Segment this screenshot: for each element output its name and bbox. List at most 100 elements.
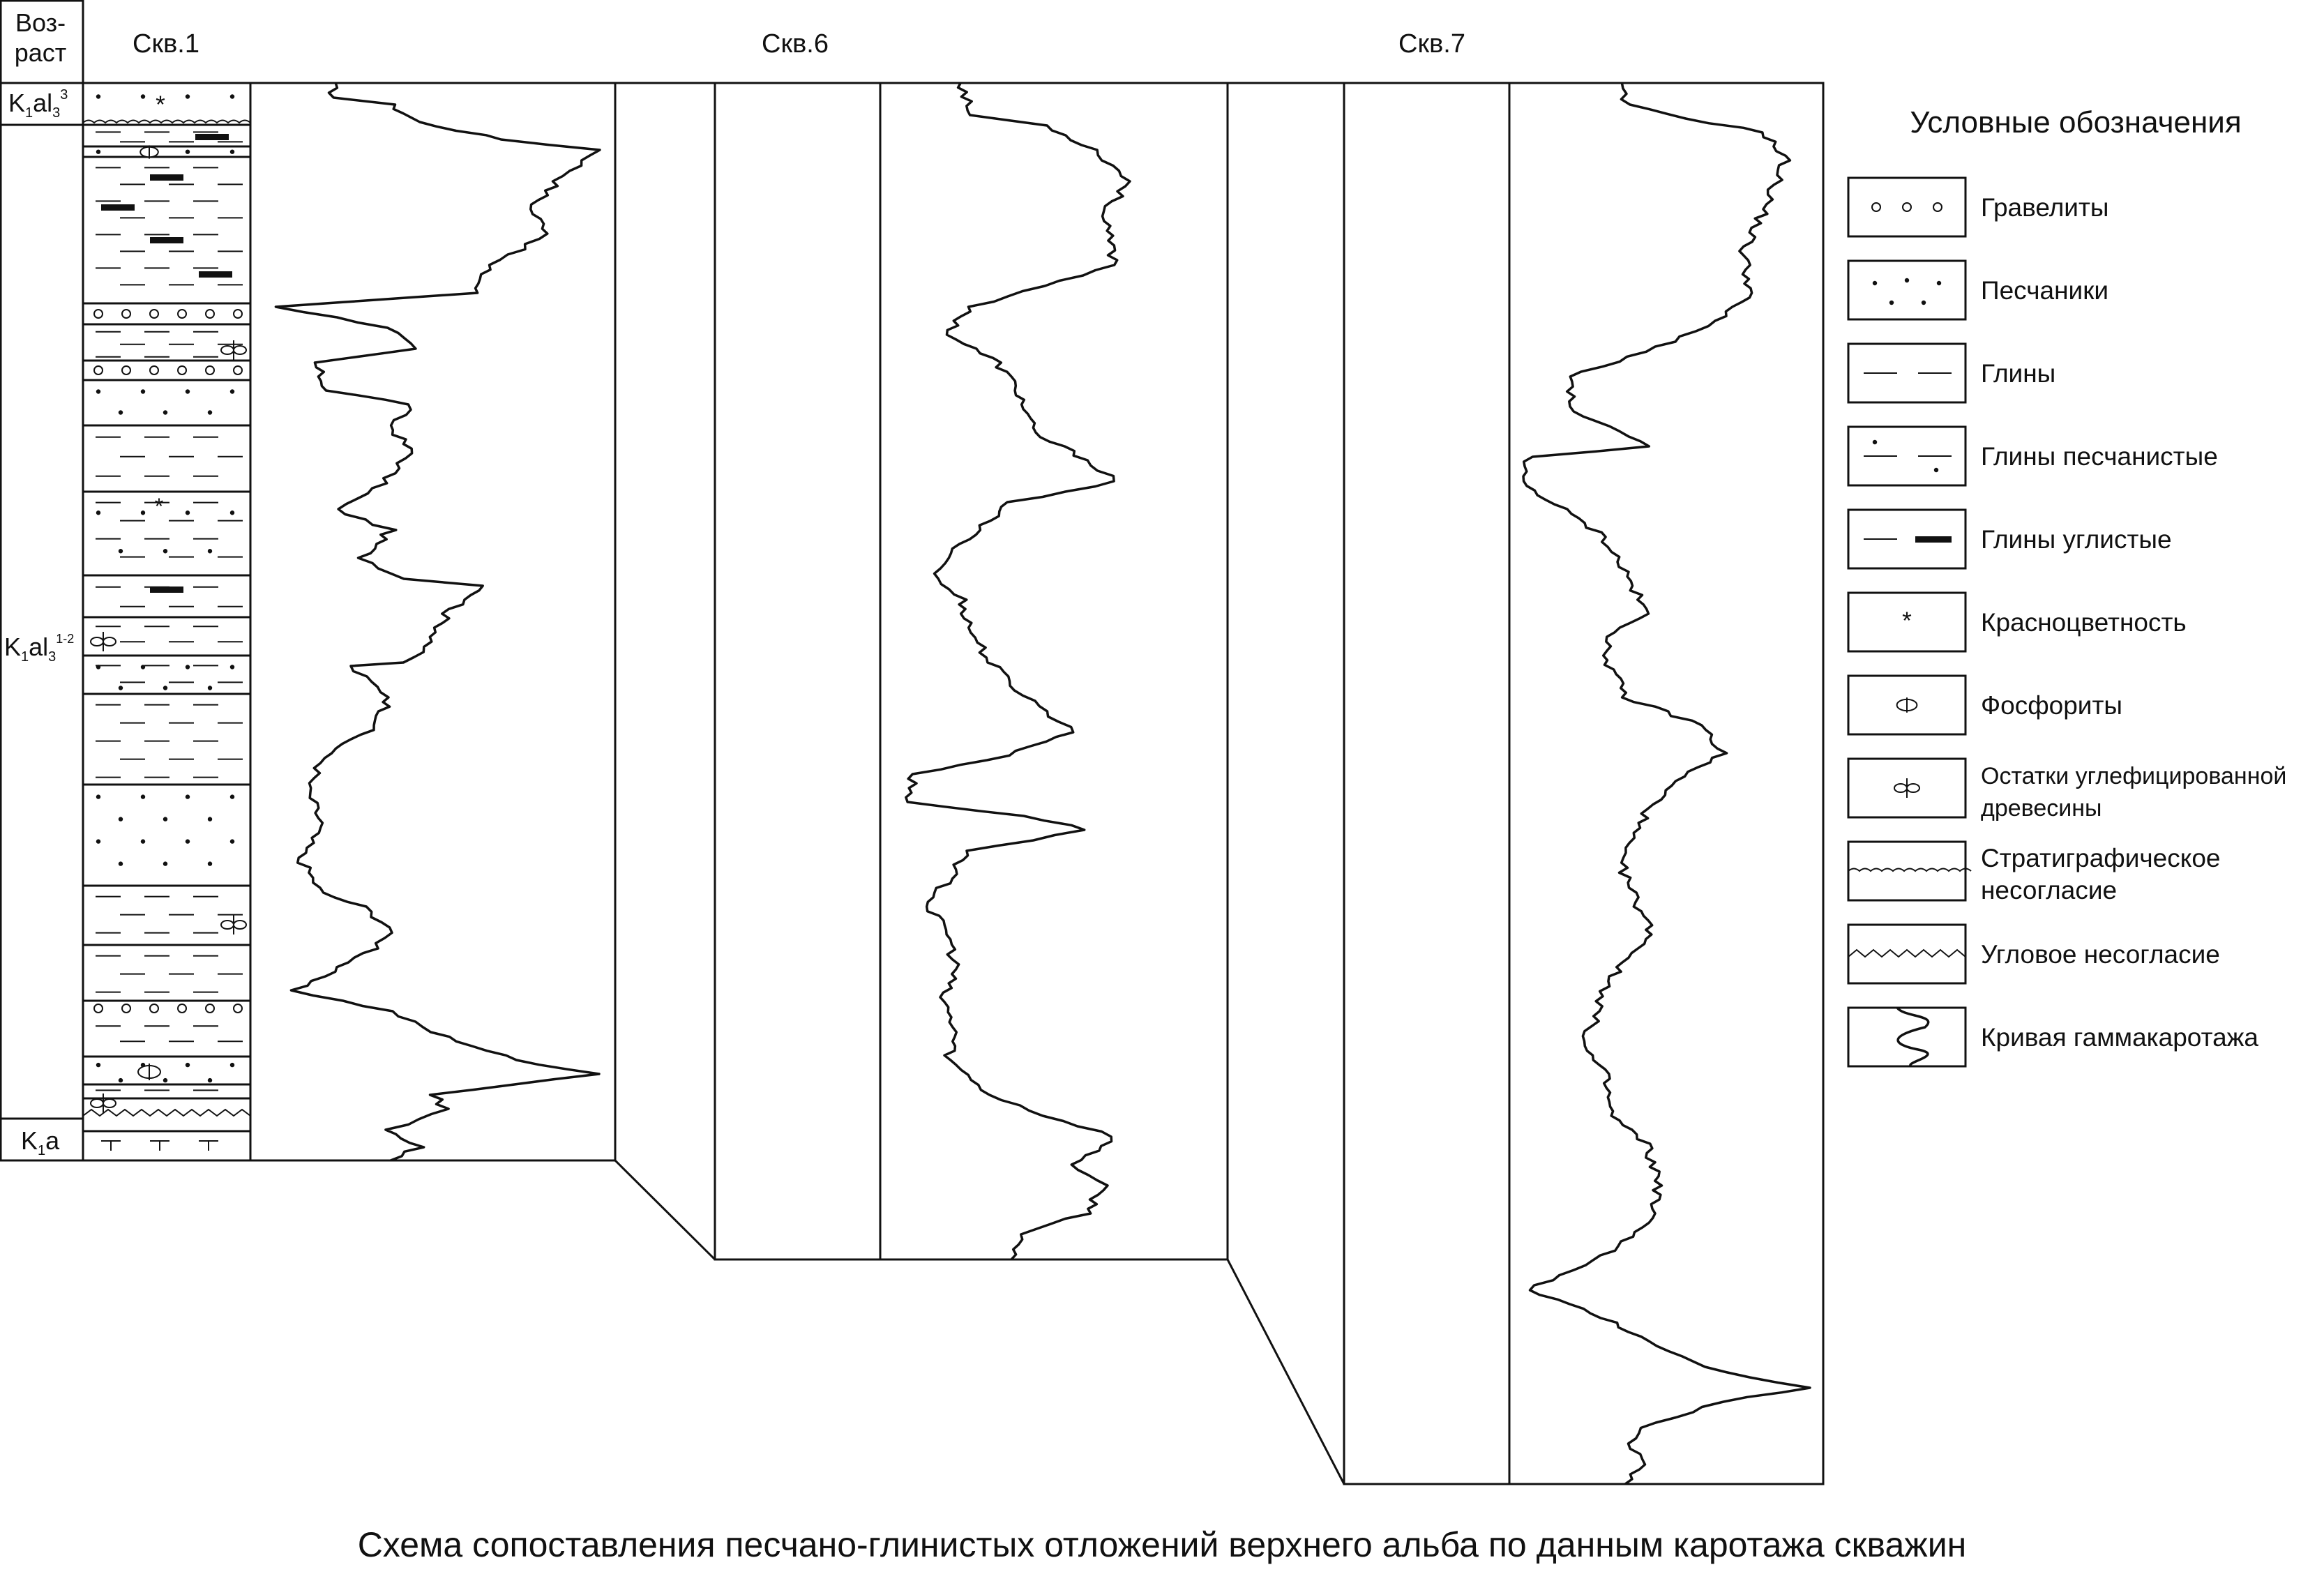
gravel-circle	[149, 365, 159, 375]
gravel-circle	[177, 1004, 187, 1013]
sand-dot	[118, 410, 123, 415]
red-color-symbol: *	[156, 91, 165, 119]
gravel-circle	[93, 365, 103, 375]
well-7-title: Скв.7	[1398, 29, 1465, 59]
age-unit-k1a: K1a	[21, 1126, 60, 1158]
header-row: Воз- раст Скв.1 Скв.6 Скв.7	[0, 0, 1465, 84]
wood-leaf	[103, 1098, 116, 1108]
sand-dot	[207, 817, 213, 822]
wood-leaf	[233, 920, 247, 930]
sand-dot	[185, 389, 190, 394]
strat-unconformity-line	[1848, 868, 1972, 872]
well-7	[1343, 82, 1825, 1485]
well-6	[714, 82, 1229, 1261]
wood-leaf	[103, 637, 116, 646]
gravel-circle	[233, 309, 243, 319]
sand-dot	[96, 149, 101, 154]
sand-dot	[163, 410, 168, 415]
legend-label: Глины	[1981, 359, 2055, 388]
sand-dot	[185, 94, 190, 99]
gravel-circle	[205, 309, 215, 319]
legend-label: Красноцветность	[1981, 608, 2187, 637]
sand-dot	[207, 861, 213, 866]
sand-dot	[140, 389, 146, 394]
legend-item-sand: Песчаники	[1847, 259, 2108, 321]
sand-dot	[118, 861, 123, 866]
legend-title: Условные обозначения	[1910, 105, 2241, 139]
gravel-circle	[233, 365, 243, 375]
sand-dot	[96, 94, 101, 99]
well-7-gamma-curve	[1522, 82, 1811, 1485]
gravel-circle	[93, 309, 103, 319]
gravel-circle	[1902, 202, 1912, 212]
sand-dot	[96, 1062, 101, 1068]
sand-dot	[229, 94, 235, 99]
sand-dot	[118, 1077, 123, 1083]
legend-label: Гравелиты	[1981, 193, 2109, 222]
age-unit-k1al3-3: K1al33	[8, 87, 68, 121]
coal-lens	[150, 237, 183, 243]
legend: Условные обозначения ГравелитыПесчаникиГ…	[1847, 105, 2286, 1068]
legend-label: Угловое несогласие	[1981, 940, 2220, 969]
legend-item-red-color: *Красноцветность	[1847, 591, 2187, 653]
strat-unconformity-line	[82, 119, 251, 124]
legend-swatch	[1847, 342, 1967, 404]
gravel-circle	[233, 1004, 243, 1013]
sand-dot	[1921, 300, 1926, 305]
legend-label-line: несогласие	[1981, 876, 2117, 905]
legend-item-gravel: Гравелиты	[1847, 176, 2109, 238]
age-header-label-1: Воз-	[15, 8, 66, 37]
sand-dot	[1933, 467, 1939, 473]
legend-swatch	[1847, 757, 1967, 819]
sand-dot	[207, 410, 213, 415]
sand-dot	[229, 389, 235, 394]
sand-dot	[1904, 278, 1910, 283]
sand-dot	[1872, 439, 1878, 445]
gravel-circle	[149, 1004, 159, 1013]
sand-dot	[229, 510, 235, 515]
sand-dot	[140, 510, 146, 515]
legend-swatch	[1847, 591, 1967, 653]
gamma-log-swatch-curve	[1896, 1006, 1930, 1068]
legend-item-gamma-log: Кривая гаммакаротажа	[1847, 1006, 2258, 1068]
sand-dot	[118, 686, 123, 690]
legend-swatch	[1847, 176, 1967, 238]
wood-leaf	[1906, 783, 1920, 793]
figure-caption: Схема сопоставления песчано-глинистых от…	[358, 1525, 1967, 1564]
sand-dot	[229, 839, 235, 844]
legend-swatch	[1847, 508, 1967, 570]
legend-label-line: Остатки углефицированной	[1981, 763, 2286, 789]
sand-dot	[140, 94, 146, 99]
coal-lens	[101, 204, 135, 211]
age-header-label-2: раст	[15, 38, 67, 67]
coal-lens	[199, 271, 232, 278]
sand-dot	[229, 665, 235, 669]
legend-label: Песчаники	[1981, 276, 2108, 305]
gravel-circle	[121, 309, 131, 319]
well-1-title: Скв.1	[133, 29, 199, 59]
age-unit-main: K1al31-2	[4, 632, 74, 665]
legend-label: Кривая гаммакаротажа	[1981, 1023, 2258, 1052]
legend-item-angular-unconformity: Угловое несогласие	[1847, 923, 2220, 985]
legend-label: Глины углистые	[1981, 525, 2172, 554]
wood-leaf	[220, 345, 234, 355]
sand-dot	[207, 1077, 213, 1083]
sand-dot	[207, 549, 213, 554]
sand-dot	[207, 686, 213, 690]
legend-swatch	[1847, 923, 1967, 985]
sand-dot	[140, 839, 146, 844]
sand-dot	[163, 686, 168, 690]
sand-dot	[1872, 280, 1878, 286]
sand-dot	[185, 1062, 190, 1068]
legend-swatch	[1847, 425, 1967, 487]
sand-dot	[229, 1062, 235, 1068]
sand-dot	[163, 817, 168, 822]
gravel-circle	[121, 1004, 131, 1013]
gravel-circle	[1871, 202, 1881, 212]
sand-dot	[185, 839, 190, 844]
coal-lens	[150, 174, 183, 181]
gravel-circle	[205, 365, 215, 375]
sand-dot	[140, 665, 146, 669]
wood-leaf	[90, 637, 104, 646]
